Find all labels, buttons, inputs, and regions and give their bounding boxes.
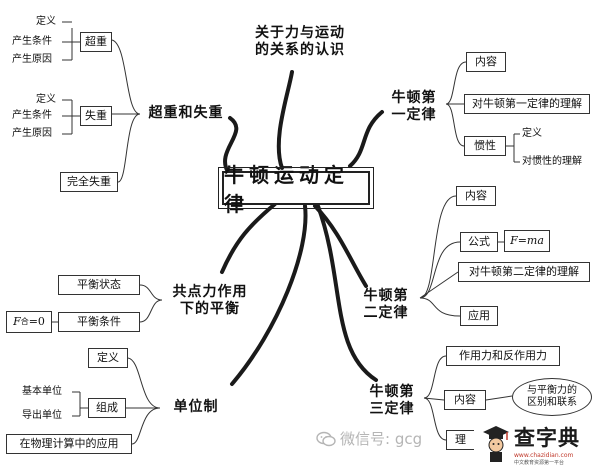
node-action-reaction: 作用力和反作用力: [446, 346, 560, 366]
inertia-item-understanding: 对惯性的理解: [522, 156, 582, 167]
formula-subscript: 合: [20, 317, 29, 327]
logo-slogan: 中文教育资源第一平台: [514, 460, 565, 466]
sub-branches: [52, 21, 520, 445]
node-wanquan-shizhong: 完全失重: [60, 172, 118, 192]
node-second-law-content: 内容: [456, 186, 496, 206]
topic-force-motion: 关于力与运动 的关系的认识: [244, 18, 356, 66]
central-topic: 牛顿运动定律: [218, 163, 374, 216]
node-chaozhong: 超重: [80, 32, 112, 52]
units-item-derived: 导出单位: [22, 410, 62, 421]
topic-force-motion-line2: 的关系的认识: [255, 42, 345, 58]
graduate-mascot-icon: [483, 426, 509, 462]
shizhong-item-definition: 定义: [36, 94, 56, 105]
topic-equilibrium-line1: 共点力作用: [172, 283, 248, 300]
node-second-law-understanding: 对牛顿第二定律的理解: [458, 262, 590, 282]
branch-units: [230, 204, 308, 386]
node-shizhong: 失重: [80, 106, 112, 126]
chaozhong-item-definition: 定义: [36, 16, 56, 27]
topic-second-law: 牛顿第 二定律: [354, 284, 418, 326]
branch-force-motion: [276, 70, 294, 170]
node-units-definition: 定义: [88, 348, 128, 368]
main-branches: [220, 70, 384, 386]
topic-third-law: 牛顿第 三定律: [360, 380, 424, 422]
inertia-item-definition: 定义: [522, 128, 542, 139]
node-equilibrium-condition: 平衡条件: [58, 312, 140, 332]
units-item-base: 基本单位: [22, 386, 62, 397]
topic-first-law-line1: 牛顿第: [391, 89, 437, 106]
node-units-application: 在物理计算中的应用: [6, 434, 132, 454]
topic-third-law-line1: 牛顿第: [369, 383, 415, 400]
topic-equilibrium-line2: 下的平衡: [180, 301, 240, 317]
branch-overweight: [223, 116, 239, 174]
node-third-law-partial: 理: [446, 430, 474, 450]
logo-brand: 查字典: [514, 426, 580, 450]
node-inertia: 惯性: [464, 136, 506, 156]
shizhong-item-condition: 产生条件: [12, 110, 52, 121]
chaozhong-item-condition: 产生条件: [12, 36, 52, 47]
node-equilibrium-state: 平衡状态: [58, 275, 140, 295]
node-first-law-content: 内容: [466, 52, 506, 72]
topic-second-law-line1: 牛顿第: [363, 287, 409, 304]
node-first-law-understanding: 对牛顿第一定律的理解: [464, 94, 590, 114]
node-third-law-content: 内容: [444, 390, 486, 410]
topic-equilibrium: 共点力作用 下的平衡: [162, 280, 258, 322]
branch-first-law: [348, 110, 384, 168]
topic-first-law: 牛顿第 一定律: [382, 86, 446, 128]
formula-rest: =0: [28, 315, 45, 329]
shizhong-item-cause: 产生原因: [12, 128, 52, 139]
node-second-law-formula-label: 公式: [460, 232, 498, 252]
topic-force-motion-line1: 关于力与运动: [255, 24, 345, 41]
formula-f-ma: F=ma: [504, 230, 550, 252]
comparison-line1: 与平衡力的: [527, 385, 577, 396]
watermark-text: 微信号: gcg: [340, 430, 423, 448]
topic-third-law-line2: 三定律: [369, 401, 415, 417]
branch-equilibrium: [220, 202, 277, 274]
chazidian-logo: 查字典 www.chazidian.com 中文教育资源第一平台: [482, 416, 600, 472]
wechat-watermark: 微信号: gcg: [316, 428, 422, 449]
node-units-composition: 组成: [88, 398, 126, 418]
node-second-law-application: 应用: [460, 306, 498, 326]
chaozhong-item-cause: 产生原因: [12, 54, 52, 65]
topic-first-law-line2: 一定律: [391, 107, 437, 123]
topic-overweight: 超重和失重: [148, 105, 224, 122]
logo-url: www.chazidian.com: [514, 452, 574, 459]
node-balance-force-comparison: 与平衡力的 区别和联系: [512, 378, 592, 416]
branch-third-law: [316, 204, 378, 382]
comparison-line2: 区别和联系: [527, 397, 577, 408]
formula-symbol: F: [13, 315, 21, 329]
wechat-icon: [316, 431, 336, 446]
topic-units: 单位制: [173, 399, 219, 416]
topic-second-law-line2: 二定律: [363, 305, 409, 321]
